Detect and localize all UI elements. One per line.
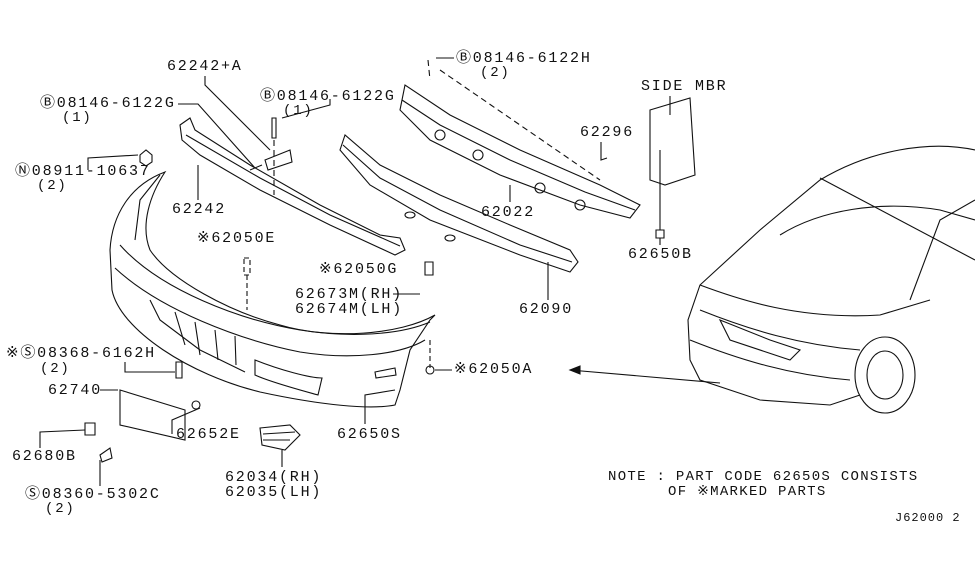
upper-rail (179, 117, 406, 256)
label-62674m: 62674M(LH) (295, 301, 404, 318)
label-62650b: 62650B (628, 246, 693, 263)
label-bolt-mid-qty: (1) (283, 103, 314, 119)
label-62022: 62022 (481, 204, 536, 221)
note-line-1: NOTE : PART CODE 62650S CONSISTS (608, 469, 919, 485)
label-62680b: 62680B (12, 448, 77, 465)
side-member (649, 97, 696, 239)
label-62242: 62242 (172, 201, 227, 218)
label-62035: 62035(LH) (225, 484, 323, 501)
label-nut-qty: (2) (37, 178, 68, 194)
label-62034: 62034(RH) (225, 469, 323, 486)
fasteners (84, 117, 435, 463)
leader-lines (39, 57, 721, 486)
vehicle-illustration (687, 145, 975, 414)
label-bolt-08146-6122g-left: Ⓑ08146-6122G (40, 95, 176, 112)
label-62090: 62090 (519, 301, 574, 318)
label-screw-top-qty: (2) (40, 361, 71, 377)
label-62740: 62740 (48, 382, 103, 399)
note-line-2: OF ※MARKED PARTS (668, 484, 827, 500)
label-screw-08368-6162h: ※Ⓢ08368-6162H (6, 345, 156, 362)
label-screw-bottom-qty: (2) (45, 501, 76, 517)
label-bolt-top-qty: (2) (480, 65, 511, 81)
label-62652e: 62652E (176, 426, 241, 443)
label-bolt-left-qty: (1) (62, 110, 93, 126)
diagram-id: J62000 2 (895, 511, 961, 525)
label-bolt-08146-6122g-mid: Ⓑ08146-6122G (260, 88, 396, 105)
label-62673m: 62673M(RH) (295, 286, 404, 303)
label-62050g: ※62050G (319, 261, 399, 278)
label-screw-08360-5302c: Ⓢ08360-5302C (25, 486, 161, 503)
label-62242-a: 62242+A (167, 58, 243, 75)
label-nut-08911-10637: Ⓝ08911-10637 (15, 163, 151, 180)
label-bolt-08146-6122h: Ⓑ08146-6122H (456, 50, 592, 67)
label-62296: 62296 (580, 124, 635, 141)
label-side-mbr: SIDE MBR (641, 78, 728, 95)
label-62050e: ※62050E (197, 230, 277, 247)
bumper-fascia (109, 170, 436, 408)
bumper-reinforcement (399, 59, 641, 219)
label-62650s: 62650S (337, 426, 402, 443)
energy-absorber (339, 134, 579, 273)
label-62050a: ※62050A (454, 361, 534, 378)
